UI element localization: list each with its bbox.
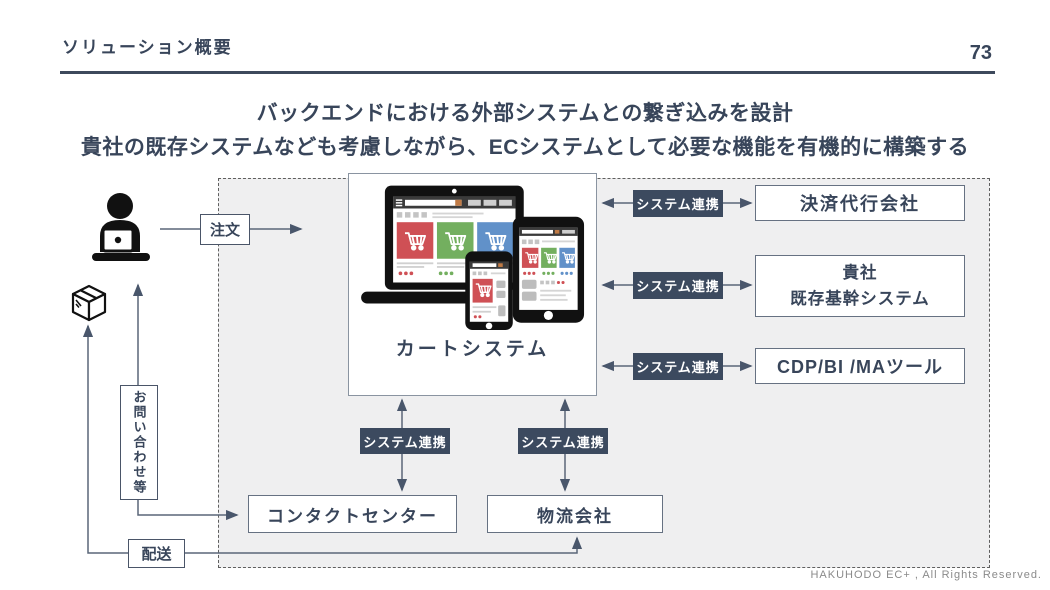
title-underline xyxy=(60,71,995,74)
client-core-system-box: 貴社 既存基幹システム xyxy=(755,255,965,317)
person-at-laptop-icon xyxy=(90,192,154,269)
cart-system-box: カートシステム xyxy=(348,173,597,396)
cart-system-illustration xyxy=(361,185,585,330)
copyright-text: HAKUHODO EC+ , All Rights Reserved. xyxy=(810,569,1042,581)
contact-center-box: コンタクトセンター xyxy=(248,495,457,533)
cdp-bi-ma-tool-box: CDP/BI /MAツール xyxy=(755,348,965,384)
order-label: 注文 xyxy=(200,214,250,245)
system-link-badge-cdp: システム連携 xyxy=(633,353,723,380)
package-icon xyxy=(67,280,111,329)
cart-system-label: カートシステム xyxy=(395,339,550,360)
page-title: ソリューション概要 xyxy=(62,38,233,57)
heading-line-2: 貴社の既存システムなども考慮しながら、ECシステムとして必要な機能を有機的に構築… xyxy=(80,136,970,159)
system-link-badge-logistics: システム連携 xyxy=(518,428,608,454)
system-link-badge-client: システム連携 xyxy=(633,272,723,299)
system-link-badge-contact: システム連携 xyxy=(360,428,450,454)
page-number: 73 xyxy=(969,42,992,64)
logistics-company-box: 物流会社 xyxy=(487,495,663,533)
delivery-label: 配送 xyxy=(128,539,185,568)
payment-provider-box: 決済代行会社 xyxy=(755,185,965,221)
heading-line-1: バックエンドにおける外部システムとの繋ぎ込みを設計 xyxy=(256,102,794,125)
inquiry-label: お問い合わせ等 xyxy=(120,385,158,500)
system-link-badge-payment: システム連携 xyxy=(633,190,723,217)
